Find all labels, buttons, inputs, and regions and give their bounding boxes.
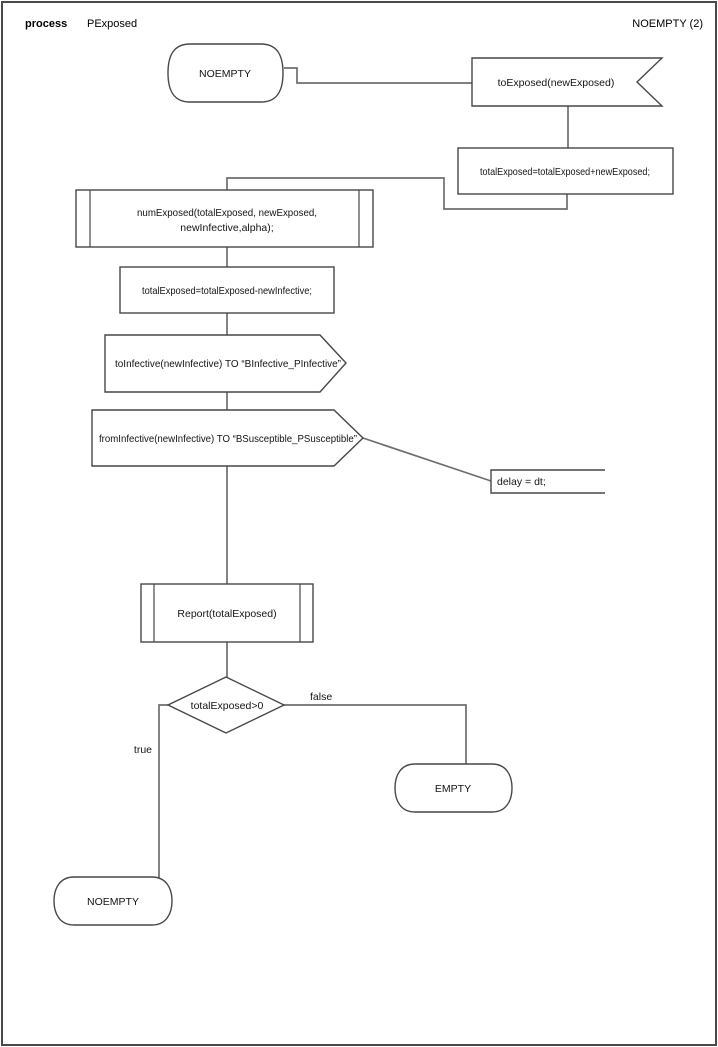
task-symbol	[119, 266, 335, 314]
state-empty: EMPTY	[394, 763, 513, 813]
task-subtract-infective: totalExposed=totalExposed-newInfective;	[119, 266, 335, 314]
state-noempty-bottom-label: NOEMPTY	[87, 896, 139, 908]
output-frominfective: fromInfective(newInfective) TO “BSuscept…	[91, 409, 365, 467]
process-name-label: PExposed	[87, 18, 137, 30]
procedure-numexposed: numExposed(totalExposed, newExposed, new…	[75, 189, 374, 248]
output-toinfective-label: toInfective(newInfective) TO “BInfective…	[115, 358, 341, 370]
input-toexposed: toExposed(newExposed)	[471, 57, 664, 107]
procedure-report: Report(totalExposed)	[140, 583, 314, 643]
comment-delay: delay = dt;	[490, 469, 605, 494]
state-start-noempty-label: NOEMPTY	[199, 68, 251, 80]
state-symbol	[53, 876, 173, 926]
connector-decision-true-branch	[158, 704, 168, 878]
procedure-symbol	[75, 189, 374, 248]
input-toexposed-label: toExposed(newExposed)	[498, 77, 615, 89]
task-symbol	[457, 147, 674, 195]
process-keyword-label: process	[25, 18, 67, 30]
page-state-label: NOEMPTY (2)	[632, 18, 703, 30]
comment-delay-label: delay = dt;	[497, 476, 546, 488]
task-add-exposed: totalExposed=totalExposed+newExposed;	[457, 147, 674, 195]
connector-task-add-to-proc-numexposed	[226, 177, 568, 210]
state-symbol	[167, 43, 284, 103]
output-signal-symbol	[91, 409, 365, 467]
state-empty-label: EMPTY	[435, 783, 471, 795]
branch-true-label: true	[134, 744, 152, 756]
connector-comment-delay	[362, 437, 492, 482]
procedure-report-label: Report(totalExposed)	[177, 608, 276, 620]
output-frominfective-label: fromInfective(newInfective) TO “BSuscept…	[99, 433, 357, 445]
connector-decision-false-branch	[284, 704, 467, 765]
decision-symbol	[166, 676, 286, 734]
connector-start-state-to-input	[284, 67, 472, 84]
input-signal-symbol	[471, 57, 664, 107]
output-toinfective: toInfective(newInfective) TO “BInfective…	[104, 334, 347, 393]
comment-bracket-symbol	[490, 469, 605, 494]
task-subtract-infective-label: totalExposed=totalExposed-newInfective;	[142, 285, 312, 297]
procedure-symbol	[140, 583, 314, 643]
decision-totalexposed-label: totalExposed>0	[191, 700, 264, 712]
state-symbol	[394, 763, 513, 813]
state-start-noempty: NOEMPTY	[167, 43, 284, 103]
decision-totalexposed: totalExposed>0	[166, 676, 286, 734]
output-signal-symbol	[104, 334, 347, 393]
procedure-numexposed-label-line2: newInfective,alpha);	[180, 222, 273, 234]
state-noempty-bottom: NOEMPTY	[53, 876, 173, 926]
task-add-exposed-label: totalExposed=totalExposed+newExposed;	[480, 166, 650, 178]
branch-false-label: false	[310, 691, 332, 703]
procedure-numexposed-label-line1: numExposed(totalExposed, newExposed,	[137, 207, 317, 219]
